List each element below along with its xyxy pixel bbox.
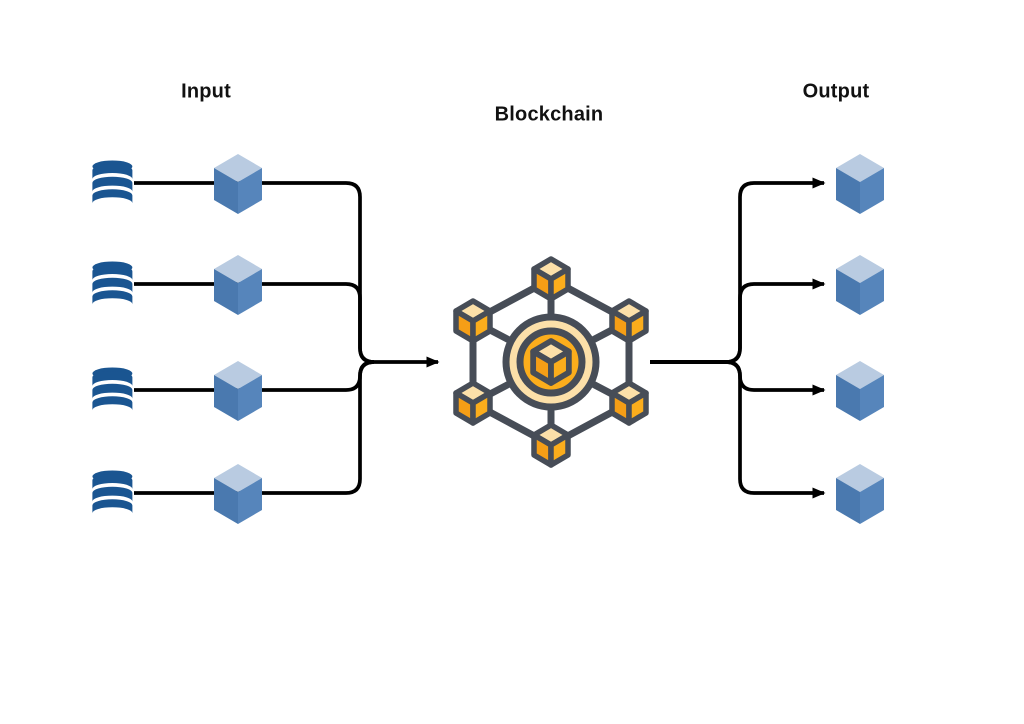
input-cube-icon — [214, 154, 262, 214]
database-icon — [92, 470, 133, 514]
output-cube-icon — [836, 154, 884, 214]
output-cube-icon — [836, 361, 884, 421]
node-cube-icon — [534, 425, 568, 465]
node-cube-icon — [456, 301, 490, 341]
input-label: Input — [181, 80, 231, 103]
input-cube-icon — [214, 361, 262, 421]
output-connector-4 — [650, 360, 826, 499]
node-cube-icon — [612, 383, 646, 423]
input-cube-icon — [214, 255, 262, 315]
node-cube-icon — [612, 301, 646, 341]
input-connector-2 — [134, 282, 375, 364]
blockchain-label: Blockchain — [494, 103, 604, 126]
output-label: Output — [802, 80, 870, 103]
output-connector-1 — [650, 177, 826, 364]
input-cube-icon — [214, 464, 262, 524]
output-connector-2 — [650, 278, 826, 364]
output-cube-icon — [836, 464, 884, 524]
input-connector-4 — [134, 360, 375, 495]
node-cube-icon — [534, 259, 568, 299]
center-cube-icon — [533, 341, 569, 383]
database-icon — [92, 367, 133, 411]
node-cube-icon — [456, 383, 490, 423]
database-icon — [92, 160, 133, 204]
database-icon — [92, 261, 133, 305]
output-cube-icon — [836, 255, 884, 315]
blockchain-icon — [456, 259, 646, 465]
